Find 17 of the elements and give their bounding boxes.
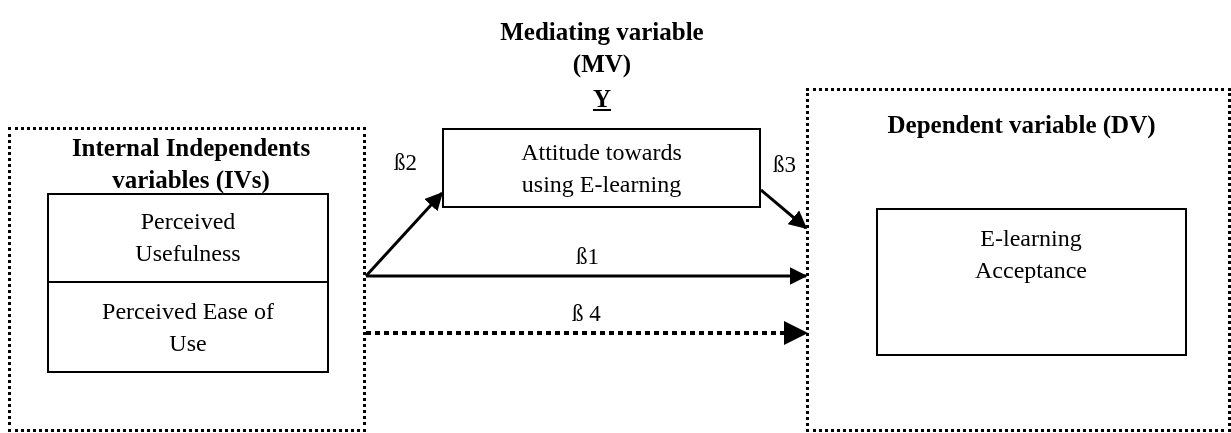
arrow — [366, 267, 808, 285]
dotted-group-frame — [806, 88, 1231, 432]
variable-name: Perceived Ease of Use — [101, 297, 275, 358]
variable-name: Perceived Usefulness — [134, 207, 242, 268]
mediator-heading: Mediating variable (MV) — [499, 17, 705, 79]
group-heading: Dependent variable (DV) — [886, 110, 1157, 141]
variable-box — [47, 193, 329, 283]
variable-box — [876, 208, 1187, 356]
variable-box — [47, 281, 329, 373]
variable-name: Attitude towards using E-learning — [520, 138, 683, 199]
variable-name: E-learning Acceptance — [974, 224, 1088, 285]
arrow — [364, 191, 444, 277]
dashed-arrow — [366, 321, 808, 345]
arrow — [760, 188, 808, 230]
group-heading: Internal Independents variables (IVs) — [70, 133, 312, 195]
dotted-group-frame — [8, 127, 366, 432]
variable-symbol: Y — [591, 84, 613, 114]
